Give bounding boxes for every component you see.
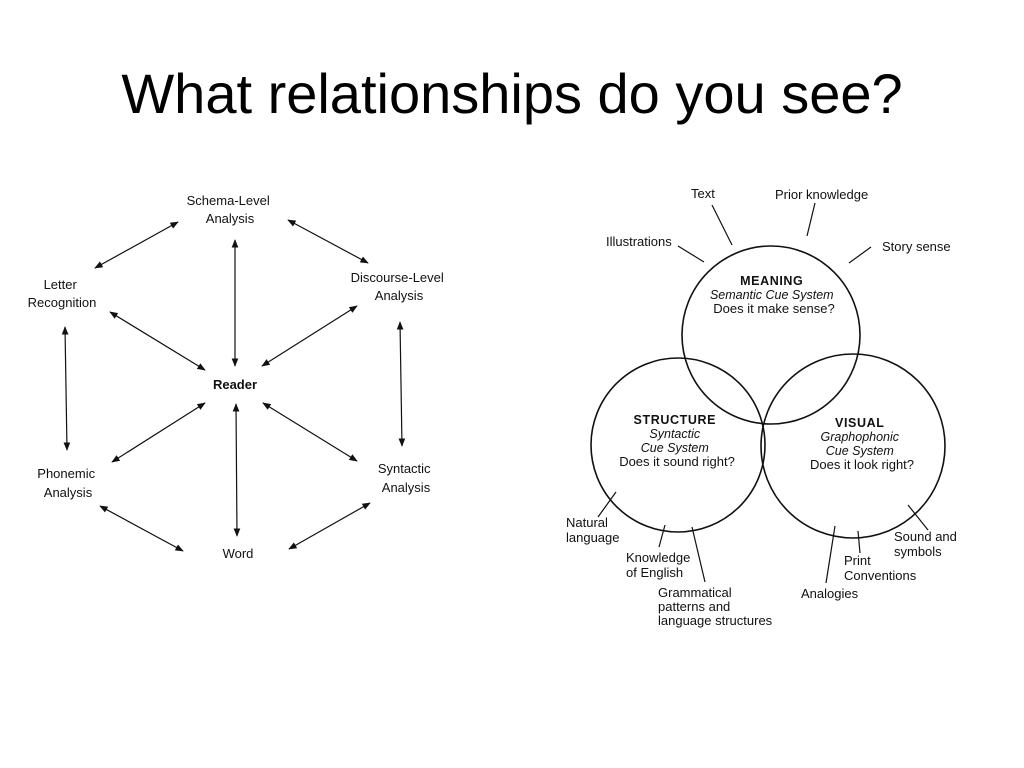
syntactic-analysis-label: Syntactic Analysis — [378, 461, 434, 495]
spoke-grammatical — [691, 526, 706, 583]
arrow-schema-letter — [94, 221, 179, 269]
meaning-text: MEANING Semantic Cue System Does it make… — [710, 272, 838, 316]
visual-circle — [760, 353, 946, 539]
arrow-reader-phonemic — [111, 402, 206, 463]
spoke-knowledge-english — [658, 524, 666, 548]
discourse-level-label: Discourse-Level Analysis — [351, 270, 448, 303]
spoke-natural-language — [597, 491, 617, 518]
spoke-prior-knowledge — [806, 202, 816, 237]
word-label: Word — [223, 546, 254, 561]
arrow-syntactic-word — [288, 502, 371, 550]
meaning-circle — [681, 245, 861, 425]
illustrations-label: Illustrations — [606, 234, 672, 249]
schema-level-label: Schema-Level Analysis — [187, 193, 274, 226]
grammatical-patterns-label: Grammatical patterns and language struct… — [658, 585, 773, 628]
letter-recognition-label: Letter Recognition — [28, 277, 97, 310]
arrow-discourse-reader — [261, 305, 358, 367]
spoke-illustrations — [677, 245, 705, 263]
slide-title: What relationships do you see? — [121, 62, 903, 125]
natural-language-label: Natural language — [566, 515, 620, 545]
reader-network-diagram: Schema-Level Analysis Discourse-Level An… — [28, 193, 448, 561]
structure-circle — [590, 357, 766, 533]
arrow-letter-phonemic — [61, 326, 71, 451]
spoke-analogies — [825, 525, 836, 584]
structure-text: STRUCTURE Syntactic Cue System Does it s… — [619, 411, 735, 469]
spoke-story-sense — [848, 246, 872, 264]
prior-knowledge-label: Prior knowledge — [775, 187, 868, 202]
spoke-print-conventions — [857, 530, 861, 554]
spoke-text — [711, 204, 733, 246]
visual-text: VISUAL Graphophonic Cue System Does it l… — [810, 414, 914, 472]
sound-and-symbols-label: Sound and symbols — [894, 529, 961, 559]
arrow-reader-syntactic — [262, 402, 358, 462]
arrow-letter-reader — [109, 311, 206, 371]
knowledge-of-english-label: Knowledge of English — [626, 550, 694, 580]
phonemic-analysis-label: Phonemic Analysis — [37, 466, 98, 500]
arrow-phonemic-word — [99, 505, 184, 552]
text-label: Text — [691, 186, 715, 201]
cueing-systems-venn-diagram: MEANING Semantic Cue System Does it make… — [566, 186, 961, 628]
spoke-sound-symbols — [907, 504, 929, 531]
reader-label: Reader — [213, 377, 257, 392]
arrow-reader-word — [232, 403, 241, 537]
arrow-schema-discourse — [287, 219, 369, 264]
analogies-label: Analogies — [801, 586, 859, 601]
arrow-discourse-syntactic — [396, 321, 406, 447]
print-conventions-label: Print Conventions — [844, 553, 917, 583]
story-sense-label: Story sense — [882, 239, 951, 254]
